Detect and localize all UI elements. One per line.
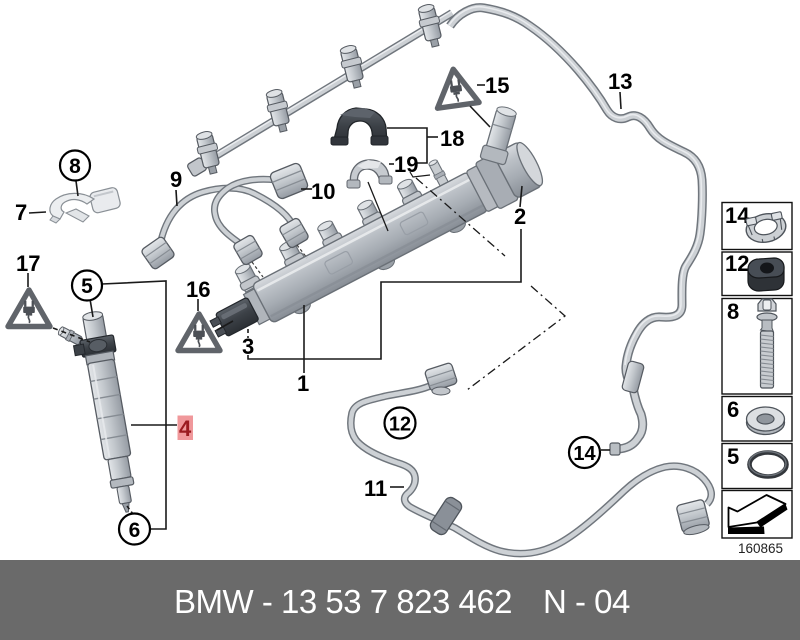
svg-text:8: 8: [69, 155, 81, 178]
svg-text:3: 3: [242, 334, 254, 359]
svg-text:18: 18: [440, 126, 464, 151]
svg-text:160865: 160865: [738, 541, 783, 556]
svg-text:7: 7: [15, 200, 27, 225]
svg-text:5: 5: [727, 444, 739, 469]
svg-text:16: 16: [186, 277, 210, 302]
svg-text:11: 11: [364, 476, 387, 501]
svg-text:19: 19: [394, 152, 418, 177]
svg-text:6: 6: [129, 519, 141, 542]
svg-text:1: 1: [297, 371, 309, 396]
svg-text:9: 9: [170, 167, 182, 192]
svg-text:15: 15: [485, 73, 509, 98]
svg-text:17: 17: [16, 251, 40, 276]
svg-text:6: 6: [727, 397, 739, 422]
svg-text:5: 5: [81, 275, 93, 298]
svg-text:13: 13: [608, 69, 632, 94]
svg-text:12: 12: [389, 414, 411, 436]
svg-text:12: 12: [725, 251, 749, 276]
svg-text:14: 14: [573, 443, 596, 465]
svg-text:2: 2: [514, 204, 526, 229]
svg-text:10: 10: [311, 179, 335, 204]
svg-text:8: 8: [727, 299, 739, 324]
svg-text:14: 14: [725, 203, 750, 228]
svg-text:4: 4: [179, 416, 192, 441]
